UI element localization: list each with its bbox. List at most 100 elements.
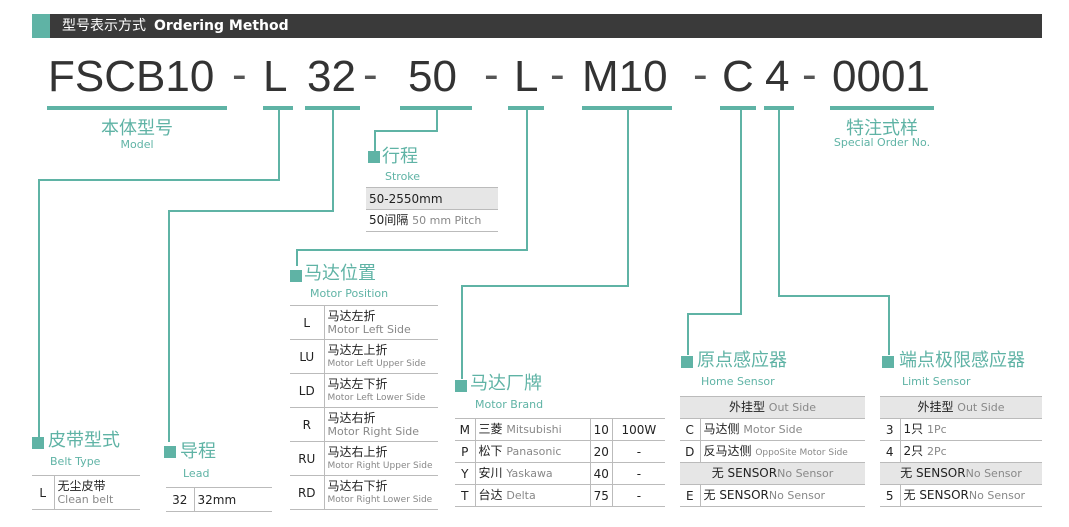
- motor-position-marker: [290, 270, 302, 282]
- underline-limit: [764, 106, 794, 110]
- ls-en: 2Pc: [926, 445, 947, 458]
- model-label-en: Model: [120, 138, 154, 151]
- home-sensor-head-cn: 外挂型: [728, 400, 765, 414]
- mb-code: Y: [455, 462, 476, 485]
- home-sensor-head-en: Out Side: [768, 401, 817, 414]
- special-label-en: Special Order No.: [833, 136, 931, 149]
- stroke-marker: [368, 151, 380, 163]
- mp-cn: 马达右下折: [327, 478, 388, 493]
- code-dash-1: -: [232, 50, 247, 99]
- connector-position-h: [296, 249, 528, 251]
- mb-cn: 三菱: [478, 422, 503, 436]
- stroke-title: 行程: [382, 146, 418, 167]
- hs-en: OppoSite Motor Side: [755, 447, 848, 458]
- belt-type-marker: [32, 437, 44, 449]
- mp-en: Motor Right Side: [327, 424, 420, 438]
- mb-cn: 安川: [478, 466, 503, 480]
- header-accent: [32, 14, 50, 38]
- mb-power: -: [612, 440, 665, 463]
- ls-code: 4: [880, 440, 901, 463]
- code-home: C: [722, 52, 754, 101]
- mp-code: RD: [290, 475, 325, 510]
- ls-code: 5: [880, 484, 901, 507]
- hs-code: E: [680, 484, 701, 507]
- limit-sensor-title: 端点极限感应器: [899, 350, 1025, 371]
- lead-value: 32mm: [194, 487, 272, 512]
- limit-nosensor-cn: 无 SENSOR: [900, 466, 966, 480]
- ls-cn: 2只: [903, 444, 924, 458]
- mp-en: Motor Right Upper Side: [327, 460, 433, 471]
- mp-cn: 马达左折: [327, 308, 376, 323]
- header-bar: [32, 14, 1042, 38]
- mp-cn: 马达左上折: [327, 342, 388, 357]
- code-dash-6: -: [802, 50, 817, 99]
- mp-cn: 马达右上折: [327, 444, 388, 459]
- stroke-range: 50-2550mm: [366, 187, 498, 210]
- code-special: 0001: [832, 52, 930, 101]
- limit-sensor-marker: [882, 356, 894, 368]
- connector-lead-v: [168, 210, 170, 442]
- code-limit: 4: [765, 52, 790, 101]
- code-belt: L: [263, 52, 288, 101]
- mp-code: LD: [290, 373, 325, 408]
- hs-cn: 无 SENSOR: [703, 488, 769, 502]
- connector-belt-v: [38, 179, 40, 437]
- special-label-cn: 特注式样: [846, 118, 918, 139]
- mp-cn: 马达右折: [327, 410, 376, 425]
- code-stroke: 50: [408, 52, 457, 101]
- lead-code: 32: [166, 487, 195, 512]
- mb-en: Mitsubishi: [506, 423, 562, 436]
- limit-sensor-head-cn: 外挂型: [917, 400, 954, 414]
- underline-home: [720, 106, 756, 110]
- mb-code: M: [455, 418, 476, 441]
- mp-code: RU: [290, 441, 325, 476]
- mb-en: Yaskawa: [506, 467, 553, 480]
- code-lead: 32: [307, 52, 356, 101]
- code-dash-4: -: [550, 50, 565, 99]
- hs-code: D: [680, 440, 701, 463]
- ls-code: 3: [880, 418, 901, 441]
- mp-en: Motor Right Lower Side: [327, 494, 433, 505]
- mb-en: Panasonic: [506, 445, 562, 458]
- ls-cn: 无 SENSOR: [903, 488, 969, 502]
- mb-num: 20: [590, 440, 613, 463]
- lead-subtitle: Lead: [183, 467, 210, 480]
- belt-type-subtitle: Belt Type: [50, 455, 101, 468]
- limit-sensor-head-en: Out Side: [957, 401, 1005, 414]
- connector-position: [526, 110, 528, 250]
- mb-num: 40: [590, 462, 613, 485]
- mb-num: 75: [590, 484, 613, 507]
- underline-model: [47, 106, 227, 110]
- connector-lead: [332, 110, 334, 211]
- ls-en: 1Pc: [926, 423, 947, 436]
- underline-position: [508, 106, 544, 110]
- connector-home-h: [687, 313, 742, 315]
- motor-position-title: 马达位置: [304, 263, 376, 284]
- header-title-cn: 型号表示方式: [62, 18, 146, 34]
- underline-special: [830, 106, 934, 110]
- ls-en: No Sensor: [968, 489, 1026, 502]
- mb-en: Delta: [506, 489, 536, 502]
- connector-brand-v: [461, 285, 463, 379]
- lead-marker: [164, 446, 176, 458]
- mb-num: 10: [590, 418, 613, 441]
- stroke-subtitle: Stroke: [385, 170, 421, 183]
- connector-limit-h: [778, 295, 890, 297]
- mb-power: 100W: [612, 418, 665, 441]
- limit-nosensor-en: No Sensor: [965, 467, 1022, 480]
- mb-cn: 台达: [478, 488, 503, 502]
- connector-stroke: [436, 110, 438, 132]
- mp-cn: 马达左下折: [327, 376, 388, 391]
